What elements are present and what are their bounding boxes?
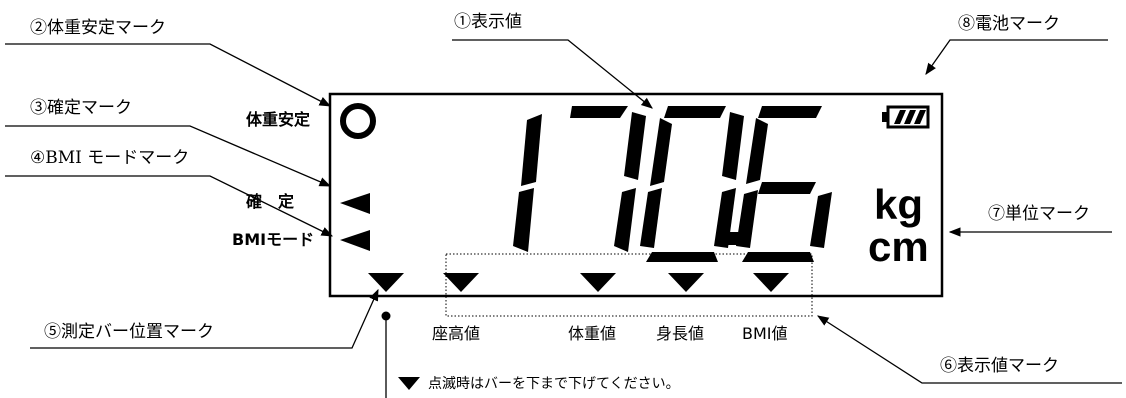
callout-battery-mark: ⑧電池マーク: [958, 14, 1060, 34]
callout-weight-stable-mark: ②体重安定マーク: [30, 18, 166, 38]
down-triangle-icon: [753, 273, 789, 292]
down-triangle-icon: [668, 273, 704, 292]
weight-stable-label: 体重安定: [246, 110, 311, 129]
callout-line-value-mark: [817, 315, 1122, 384]
unit-kg: kg: [874, 181, 924, 228]
callout-line-battery: [925, 39, 1108, 75]
callout-display-value: ①表示値: [454, 12, 522, 32]
blink-note: 点滅時はバーを下まで下げてください。: [428, 376, 680, 392]
value-mark-area: [445, 253, 813, 317]
value-label-sitting-height: 座高値: [432, 324, 481, 343]
down-triangle-icon: [443, 273, 479, 292]
value-label-height: 身長値: [656, 324, 705, 343]
circle-icon: [340, 103, 376, 139]
callout-line-bmi: [5, 175, 334, 237]
value-label-bmi: BMI値: [742, 324, 788, 343]
left-triangle-icon: [340, 193, 370, 214]
value-label-weight: 体重値: [568, 324, 617, 343]
callout-line-confirm: [5, 125, 332, 187]
battery-icon: [882, 105, 930, 129]
callout-bmi-mode-mark: ④BMI モードマーク: [30, 148, 190, 168]
callout-line-display-value: [452, 39, 653, 109]
down-triangle-icon: [368, 273, 404, 292]
left-triangle-icon: [340, 230, 370, 251]
down-triangle-icon: [580, 273, 616, 292]
confirm-label: 確 定: [246, 192, 295, 211]
callout-bar-position-mark: ⑤測定バー位置マーク: [44, 322, 214, 342]
note-triangle-icon: [398, 377, 420, 390]
callout-display-value-mark: ⑥表示値マーク: [940, 356, 1059, 376]
lcd-reading: [513, 106, 832, 262]
callout-unit-mark: ⑦単位マーク: [988, 204, 1090, 224]
callout-line-weight-stable: [5, 43, 332, 107]
lcd-frame: [328, 92, 944, 298]
note-dot: [381, 311, 391, 321]
unit-cm: cm: [868, 223, 929, 270]
callout-confirm-mark: ③確定マーク: [30, 98, 132, 118]
bmi-mode-label: BMIモード: [232, 230, 315, 249]
callout-line-bar-position: [30, 288, 379, 349]
